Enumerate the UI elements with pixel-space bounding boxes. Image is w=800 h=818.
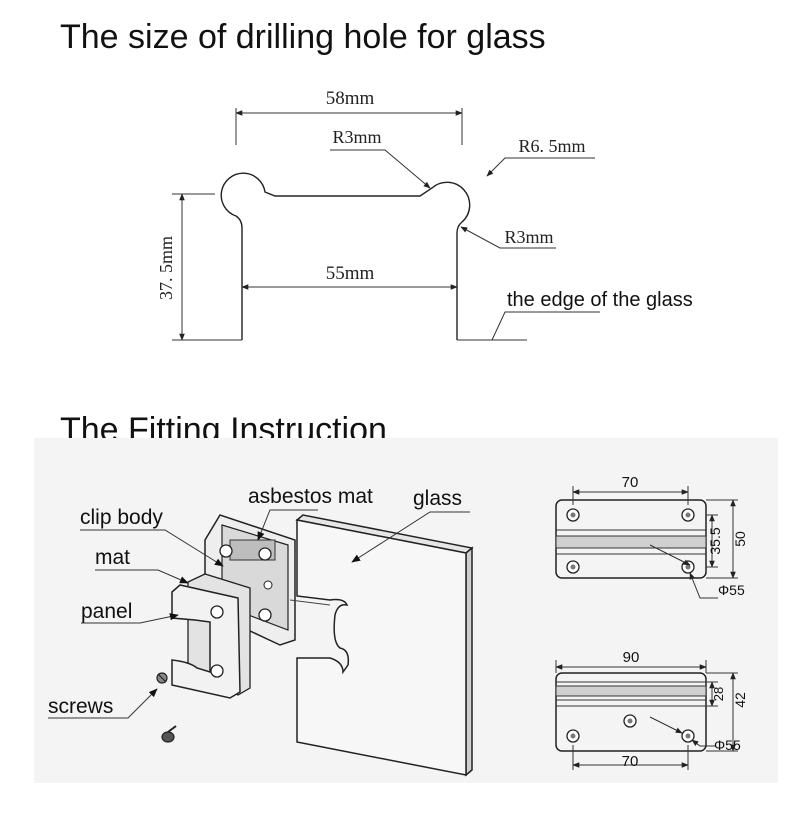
part-labels: asbestos mat glass clip body mat panel s… bbox=[48, 485, 470, 719]
glass-panel-drawing bbox=[295, 514, 474, 777]
r65-leader bbox=[486, 157, 595, 177]
label-asbestos-mat: asbestos mat bbox=[248, 485, 373, 508]
r3-side-label: R3mm bbox=[504, 227, 553, 247]
hinge-bottom-view: 90 28 42 Φ55 70 bbox=[555, 649, 748, 770]
r3-side-leader bbox=[460, 226, 556, 249]
r65-label: R6. 5mm bbox=[518, 136, 585, 156]
dim-55-label: 55mm bbox=[326, 263, 375, 284]
bottom-view-width-bottom: 70 bbox=[622, 753, 639, 770]
r3-top-label: R3mm bbox=[332, 127, 381, 147]
drilling-title: The size of drilling hole for glass bbox=[60, 18, 546, 56]
glass-edge-leader bbox=[491, 311, 600, 341]
panel-plate-drawing bbox=[171, 584, 241, 699]
dim-375-label: 37. 5mm bbox=[156, 236, 176, 300]
hinge-top-view: 70 35.5 50 Φ55 bbox=[555, 474, 748, 599]
drilling-hole-drawing: 58mm R3mm R6. 5mm R3mm 37. 5mm 55mm the … bbox=[156, 88, 693, 341]
label-panel: panel bbox=[81, 600, 132, 623]
label-screws: screws bbox=[48, 695, 113, 718]
dim-58-label: 58mm bbox=[326, 88, 375, 109]
top-view-width: 70 bbox=[622, 474, 639, 491]
bottom-view-outer-height: 42 bbox=[732, 692, 748, 708]
bottom-view-inner-height: 28 bbox=[711, 687, 726, 701]
hole-outline bbox=[220, 172, 471, 340]
label-mat: mat bbox=[95, 546, 130, 569]
glass-edge-label: the edge of the glass bbox=[507, 289, 693, 311]
top-view-inner-height: 35.5 bbox=[707, 527, 723, 554]
r3-top-leader bbox=[330, 149, 431, 189]
label-glass: glass bbox=[413, 487, 462, 510]
top-view-outer-height: 50 bbox=[732, 531, 748, 547]
top-view-hole: Φ55 bbox=[718, 582, 745, 598]
label-clip-body: clip body bbox=[80, 506, 163, 529]
bottom-view-width-top: 90 bbox=[623, 649, 640, 666]
screws-drawing bbox=[156, 672, 177, 743]
bottom-view-hole: Φ55 bbox=[714, 737, 741, 753]
